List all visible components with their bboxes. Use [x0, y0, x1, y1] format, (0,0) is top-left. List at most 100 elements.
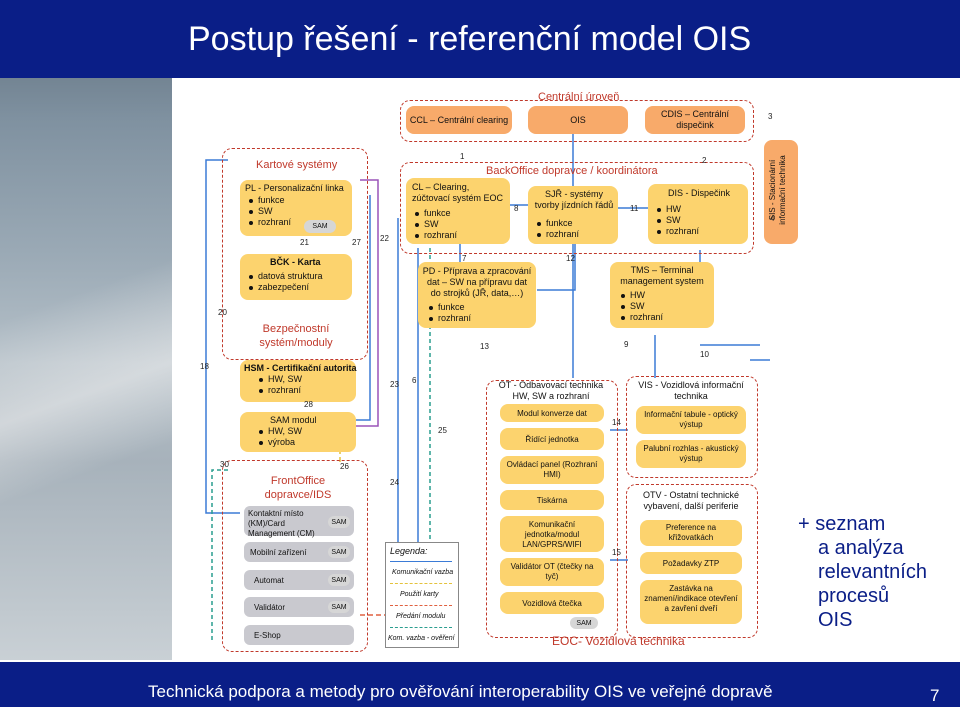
validator-sam-badge: SAM [328, 601, 350, 613]
sam-module-list: HW, SW výroba [256, 426, 302, 448]
pl-title: PL - Personalizační linka [245, 183, 344, 193]
otv-item-box: Požadavky ZTP [640, 552, 742, 574]
dis-item: rozhraní [656, 226, 700, 236]
connection-number: 24 [390, 478, 399, 487]
sam-module-item: HW, SW [259, 426, 302, 436]
pd-box: PD - Příprava a zpracování dat – SW na p… [418, 262, 536, 328]
connection-number: 9 [624, 340, 629, 349]
ot-item-box: Vozidlová čtečka [500, 592, 604, 614]
backoffice-heading: BackOffice dopravce / koordinátora [486, 165, 658, 177]
hsm-list: HW, SW rozhraní [256, 374, 302, 396]
pl-list: funkce SW rozhraní [246, 195, 291, 228]
eshop-box: E-Shop [244, 625, 354, 645]
backoffice-dash-frame [400, 162, 754, 254]
vis-item-box: Palubní rozhlas - akustický výstup [636, 440, 746, 468]
kartove-dash-frame [222, 148, 368, 360]
page-number: 7 [930, 686, 940, 705]
sjr-item: funkce [536, 218, 579, 229]
ot-item-label: Modul konverze dat [517, 409, 587, 418]
vis-item-label: Informační tabule - optický výstup [644, 410, 738, 429]
otv-dash-frame [626, 484, 758, 638]
kartove-heading: Kartové systémy [256, 159, 338, 171]
link-line [205, 159, 240, 514]
tms-item: HW [620, 290, 663, 301]
bck-item: zabezpečení [249, 282, 323, 293]
connection-number: 14 [612, 418, 621, 427]
ot-item-box: Modul konverze dat [500, 404, 604, 422]
tms-title: TMS – Terminal management system [620, 265, 704, 286]
sjr-box: SJŘ - systémy tvorby jízdních řádů funkc… [528, 186, 618, 244]
ot-dash-frame [486, 380, 618, 638]
tms-item: SW [620, 301, 663, 312]
connection-number: 3 [768, 112, 773, 121]
ot-item-box: Validátor OT (čtečky na tyč) [500, 558, 604, 586]
legend-line [390, 605, 452, 606]
otv-item-box: Preference na křižovatkách [640, 520, 742, 546]
legend: Legenda: Komunikační vazba Použití karty… [385, 542, 459, 648]
connection-number: 1 [460, 152, 465, 161]
connection-number: 30 [220, 460, 229, 469]
pl-box: PL - Personalizační linka funkce SW rozh… [240, 180, 352, 236]
pd-item: rozhraní [428, 313, 472, 323]
frontoffice-dash-frame [222, 460, 368, 652]
validator-label: Validátor [254, 603, 285, 612]
dis-box: DIS - Dispečink HW SW rozhraní [648, 184, 748, 244]
cl-item: funkce [414, 208, 457, 219]
sjr-title: SJŘ - systémy tvorby jízdních řádů [534, 189, 614, 210]
cdis-box: CDIS – Centrální dispečink [645, 106, 745, 134]
pd-title: PD - Příprava a zpracování dat – SW na p… [422, 266, 532, 298]
cl-item: rozhraní [414, 230, 458, 240]
mobil-label: Mobilní zařízení [250, 548, 307, 557]
connection-number: 28 [304, 400, 313, 409]
central-dash-frame [400, 100, 754, 142]
ot-subtitle: HW, SW a rozhraní [512, 391, 590, 401]
background-photo [0, 0, 172, 660]
connection-number: 25 [438, 426, 447, 435]
cl-box: CL – Clearing, zúčtovací systém EOC funk… [406, 178, 510, 244]
automat-label: Automat [254, 576, 284, 585]
connection-number: 20 [218, 308, 227, 317]
ot-item-label: Řídící jednotka [525, 435, 579, 444]
ccl-box: CCL – Centrální clearing [406, 106, 512, 134]
right-note-line: a analýza [818, 537, 904, 559]
connection-number: 26 [340, 462, 349, 471]
vis-item-box: Informační tabule - optický výstup [636, 406, 746, 434]
bck-list: datová struktura zabezpečení [246, 271, 323, 293]
pl-item: funkce [248, 195, 291, 206]
legend-item: Komunikační vazba [392, 569, 454, 576]
connection-number: 11 [630, 204, 639, 213]
ot-sam-badge: SAM [570, 617, 598, 629]
link-line [356, 179, 379, 427]
otv-item-label: Požadavky ZTP [662, 559, 720, 568]
connection-number: 13 [480, 342, 489, 351]
hsm-item: HW, SW [259, 374, 302, 384]
tms-item: rozhraní [620, 312, 664, 322]
cdis-label: CDIS – Centrální dispečink [660, 109, 730, 130]
connection-number: 10 [700, 350, 709, 359]
tms-box: TMS – Terminal management system HW SW r… [610, 262, 714, 328]
ot-item-box: Komunikační jednotka/modul LAN/GPRS/WIFI [500, 516, 604, 552]
right-note: + seznam a analýza relevantních procesů … [798, 512, 927, 632]
link-line [356, 195, 371, 421]
ois-label: OIS [570, 115, 586, 125]
frontoffice-heading: FrontOffice dopravce/IDS [264, 475, 332, 501]
pl-sam-badge: SAM [304, 220, 336, 233]
sam-module-title: SAM modul [270, 415, 317, 425]
km-label: Kontaktní místo (KM)/Card Management (CM… [248, 509, 315, 538]
dis-title: DIS - Dispečink [668, 188, 731, 198]
bck-item: datová struktura [249, 271, 323, 281]
automat-box: Automat SAM [244, 570, 354, 590]
otv-item-box: Zastávka na znamení/indikace otevření a … [640, 580, 742, 624]
ot-item-label: Vozidlová čtečka [522, 599, 582, 608]
legend-item: Předání modulu [396, 613, 446, 620]
legend-line [390, 627, 452, 628]
ot-item-label: Validátor OT (čtečky na tyč) [510, 562, 594, 581]
eoc-heading: EOC- Vozidlová technika [552, 634, 685, 648]
otv-item-label: Preference na křižovatkách [665, 523, 717, 542]
connection-number: 22 [380, 234, 389, 243]
pl-item: rozhraní [248, 217, 292, 227]
ot-item-box: Ovládací panel (Rozhraní HMI) [500, 456, 604, 484]
connection-number: 8 [514, 204, 519, 213]
dis-list: HW SW rozhraní [654, 204, 699, 237]
